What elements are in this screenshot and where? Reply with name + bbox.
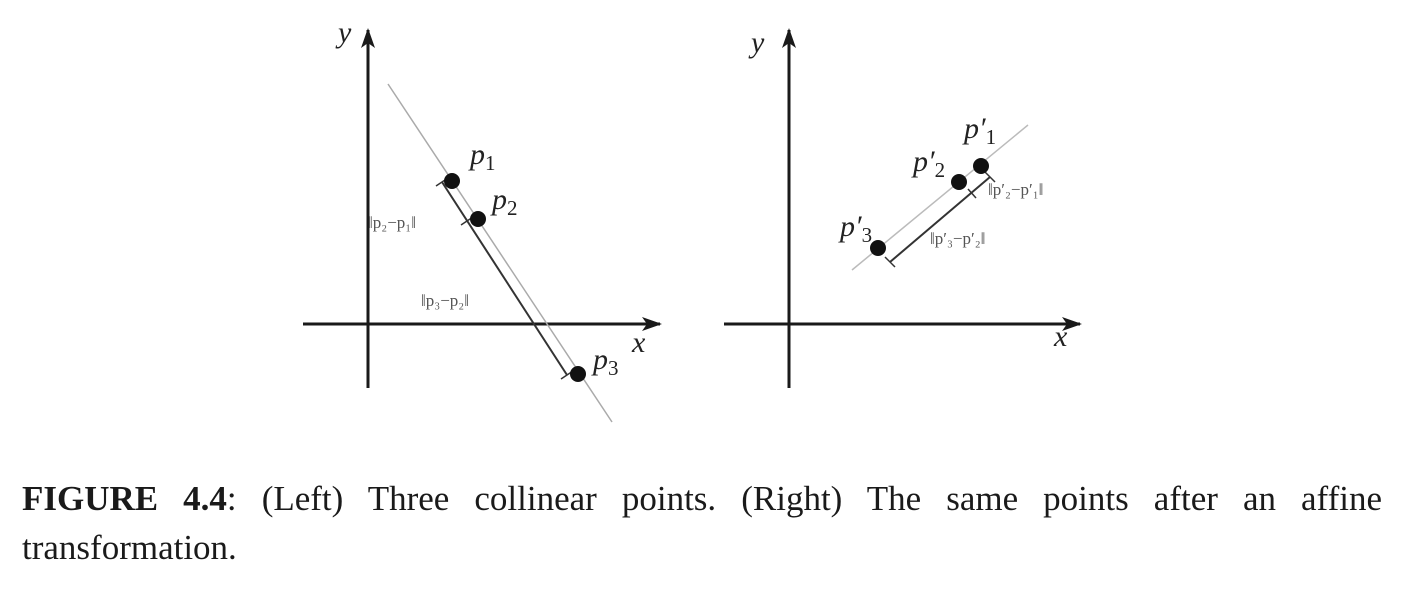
left-panel: x y p1 p2 p3 ‖p₂−p₁‖ ‖p₃−p₂‖ xyxy=(303,16,662,423)
right-point-p2-label: p′2 xyxy=(911,145,945,182)
right-x-axis-label: x xyxy=(1053,320,1068,353)
figure-diagram: x y p1 p2 p3 ‖p₂−p₁‖ ‖p₃−p₂‖ x y xyxy=(303,16,1082,423)
left-distance-label-p2-p1: ‖p₂−p₁‖ xyxy=(368,213,416,232)
right-distance-label-p2-p1: ‖p′₂−p′₁‖ xyxy=(988,180,1043,199)
right-point-p2 xyxy=(951,174,967,190)
right-distance-tick-3 xyxy=(984,171,996,183)
left-y-axis-label: y xyxy=(335,16,352,49)
right-point-p3-label: p′3 xyxy=(838,210,872,247)
right-distance-label-p3-p2: ‖p′₃−p′₂‖ xyxy=(930,229,985,248)
caption-figure-label: FIGURE 4.4 xyxy=(22,479,227,518)
left-point-p3-label: p3 xyxy=(591,343,619,380)
left-point-p1-label: p1 xyxy=(468,138,496,175)
right-y-axis-label: y xyxy=(748,26,765,59)
right-distance-tick-2 xyxy=(967,188,977,199)
left-point-p2 xyxy=(470,211,486,227)
left-x-axis-label: x xyxy=(631,326,646,359)
right-panel: x y p′1 p′2 p′3 ‖p′₂−p′₁‖ ‖p′₃−p′₂‖ xyxy=(724,26,1082,388)
right-point-p3 xyxy=(870,240,886,256)
right-point-p1 xyxy=(973,158,989,174)
left-point-p2-label: p2 xyxy=(490,183,518,220)
figure-caption: FIGURE 4.4: (Left) Three collinear point… xyxy=(22,474,1382,572)
right-distance-tick-1 xyxy=(884,256,896,268)
right-point-p1-label: p′1 xyxy=(962,112,996,149)
left-distance-segment xyxy=(441,181,568,376)
right-distance-segment xyxy=(889,176,991,263)
left-point-p3 xyxy=(570,366,586,382)
left-collinear-line xyxy=(387,83,613,423)
left-point-p1 xyxy=(444,173,460,189)
left-distance-label-p3-p2: ‖p₃−p₂‖ xyxy=(421,291,469,310)
caption-text: : (Left) Three collinear points. (Right)… xyxy=(22,479,1382,567)
